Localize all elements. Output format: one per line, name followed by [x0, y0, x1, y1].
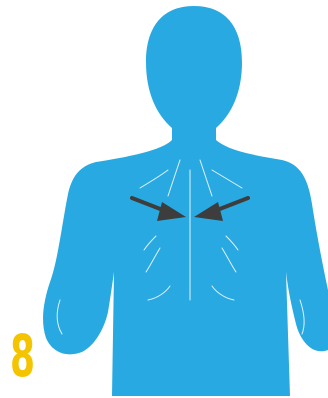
body-silhouette — [43, 6, 328, 396]
head — [146, 6, 242, 150]
torso — [43, 140, 328, 396]
step-number: 8 — [10, 326, 31, 386]
